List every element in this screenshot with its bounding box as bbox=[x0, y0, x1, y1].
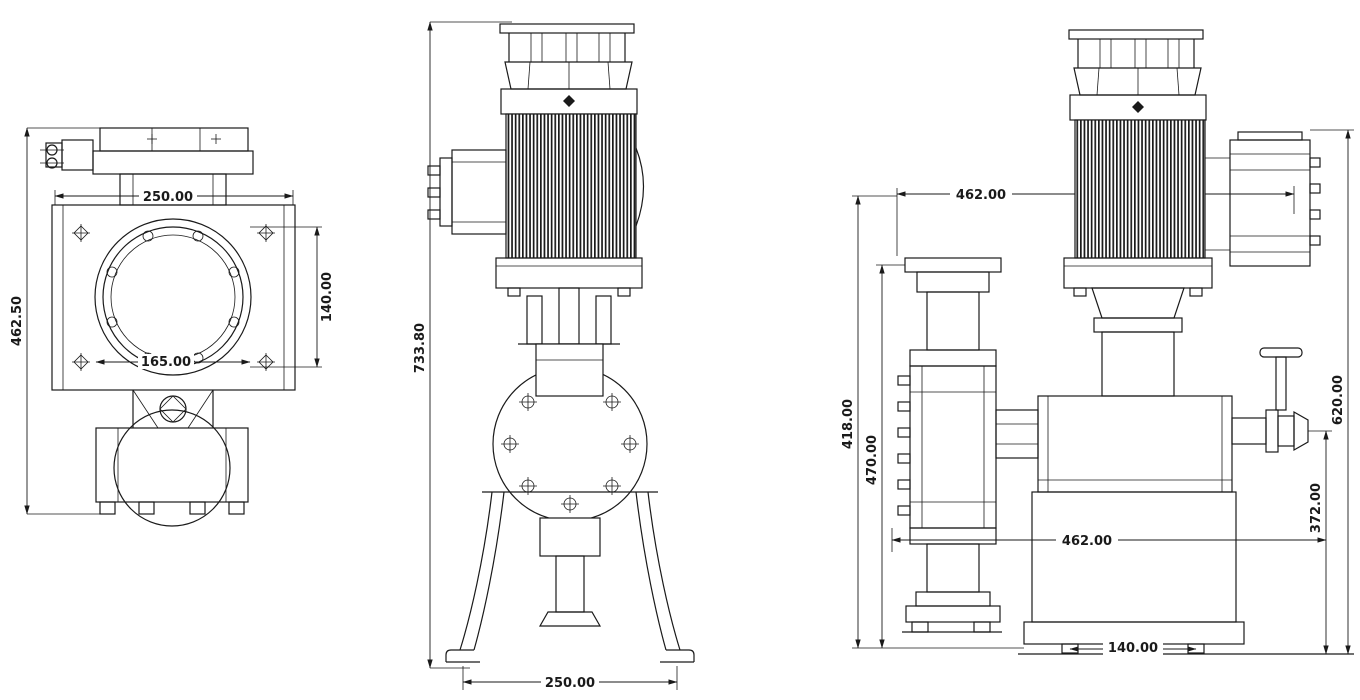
dim-label-470-00: 470.00 bbox=[865, 435, 880, 485]
bolt-circle-holes bbox=[106, 230, 240, 364]
dim-front-base-width: 250.00 bbox=[462, 666, 678, 691]
pedestal-front bbox=[538, 555, 602, 627]
mounting-bracket-front bbox=[499, 23, 635, 62]
head-bottom-block bbox=[539, 517, 601, 557]
stand-front bbox=[445, 491, 695, 663]
flange-plate bbox=[51, 204, 296, 391]
head-top-block bbox=[535, 343, 604, 397]
dim-label-140-00-top: 140.00 bbox=[320, 272, 335, 322]
dim-top-overall-height: 462.50 bbox=[10, 127, 115, 515]
head-bolts-side bbox=[897, 375, 911, 516]
gear-body-side bbox=[1037, 395, 1233, 493]
dim-label-418-00: 418.00 bbox=[841, 399, 856, 449]
junction-box-side bbox=[1205, 131, 1321, 267]
view-side: 462.00 bbox=[841, 29, 1354, 656]
motor-fins bbox=[1074, 119, 1206, 259]
dim-side-mid-width: 462.00 bbox=[891, 528, 1327, 552]
mounting-bracket-side bbox=[1068, 29, 1204, 68]
corner-bolt-marks bbox=[72, 224, 275, 371]
top-assembly bbox=[40, 127, 254, 175]
motor-flange-front bbox=[495, 257, 643, 297]
diaphragm-head-front bbox=[492, 343, 648, 557]
dim-top-bolt-circle: 165.00 bbox=[95, 354, 251, 370]
valve-side bbox=[1231, 347, 1309, 453]
motor-front bbox=[500, 61, 645, 259]
dim-label-140-00: 140.00 bbox=[1108, 641, 1158, 656]
dim-front-overall-height: 733.80 bbox=[413, 21, 512, 669]
dim-side-total-height: 620.00 bbox=[1310, 129, 1354, 655]
lantern-front bbox=[518, 287, 620, 345]
valve-handle bbox=[1259, 347, 1303, 358]
dim-side-height-b: 470.00 bbox=[865, 264, 905, 649]
dim-label-620-00: 620.00 bbox=[1331, 375, 1346, 425]
pump-head-side bbox=[897, 257, 1039, 633]
motor-flange-side bbox=[1063, 257, 1213, 397]
pump-head-top-view bbox=[95, 409, 249, 527]
head-bolts bbox=[501, 393, 639, 513]
dim-side-top-width: 462.00 bbox=[896, 186, 1295, 256]
motor-center-mark bbox=[1132, 101, 1144, 113]
motor-side bbox=[1069, 67, 1207, 259]
motor-center-mark bbox=[563, 95, 575, 107]
flange-circles bbox=[94, 218, 252, 376]
dim-side-foot-spacing: 140.00 bbox=[1069, 640, 1197, 656]
dim-label-733-80: 733.80 bbox=[413, 323, 428, 373]
dim-label-462-50: 462.50 bbox=[10, 296, 25, 346]
coupling bbox=[995, 409, 1039, 459]
base-side bbox=[1018, 491, 1354, 655]
valve-stem bbox=[1275, 356, 1287, 411]
motor-fins bbox=[505, 113, 637, 259]
lower-neck bbox=[132, 389, 214, 429]
dim-label-372-00: 372.00 bbox=[1309, 483, 1324, 533]
dim-label-250-00-top: 250.00 bbox=[143, 190, 193, 205]
dim-label-250-00-front: 250.00 bbox=[545, 676, 595, 691]
dim-top-bore: 140.00 bbox=[250, 226, 335, 368]
dim-label-462-00-top: 462.00 bbox=[956, 188, 1006, 203]
dim-top-flange-width: 250.00 bbox=[54, 188, 294, 205]
view-top: 462.50 250.00 bbox=[10, 127, 335, 527]
dim-side-discharge-height: 372.00 bbox=[1308, 430, 1332, 655]
dim-label-165-00: 165.00 bbox=[141, 355, 191, 370]
dim-side-height-a: 418.00 bbox=[841, 195, 1024, 649]
view-front: 733.80 bbox=[413, 21, 695, 691]
dim-label-462-00-mid: 462.00 bbox=[1062, 534, 1112, 549]
terminal-box-front bbox=[427, 149, 507, 235]
